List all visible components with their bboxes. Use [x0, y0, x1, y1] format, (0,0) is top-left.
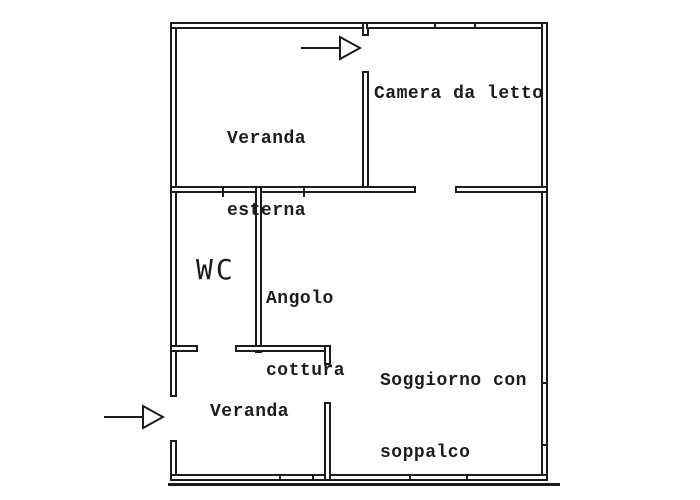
room-label-camera-da-letto: Camera da letto	[374, 84, 544, 104]
room-label-line: esterna	[227, 201, 307, 221]
wall-outer-bottom	[170, 474, 548, 481]
wall-joint-tick	[409, 474, 411, 481]
wall-outer-left-upper	[170, 22, 177, 397]
entrance-arrow-top-icon	[301, 35, 362, 61]
wall-joint-tick	[541, 444, 548, 446]
room-label-line: cottura	[266, 361, 346, 381]
wall-veranda-divider	[324, 402, 331, 481]
room-label-veranda-esterna: Veranda esterna	[227, 79, 306, 271]
bottom-sill-line	[168, 483, 560, 486]
wall-wc-right	[255, 186, 262, 353]
wall-joint-tick	[466, 474, 468, 481]
wall-joint-tick	[541, 382, 548, 384]
room-label-line: Soggiorno con	[380, 371, 527, 391]
wall-middle-left	[170, 186, 416, 193]
wall-bedroom-divider	[362, 71, 369, 192]
wall-joint-tick	[222, 188, 224, 197]
wall-kitchen-jog	[324, 345, 331, 365]
room-label-soggiorno: Soggiorno con soppalco	[380, 321, 527, 500]
wall-joint-tick	[474, 22, 476, 29]
entrance-arrow-left-icon	[104, 404, 165, 430]
wall-joint-tick	[312, 474, 314, 481]
wall-outer-top-right	[366, 22, 548, 29]
wall-top-door-jamb	[362, 22, 369, 36]
wall-wc-bottom-stub	[170, 345, 198, 352]
wall-joint-tick	[303, 188, 305, 197]
room-label-line: Veranda	[227, 129, 307, 149]
room-label-veranda: Veranda	[210, 402, 290, 422]
room-label-line: soppalco	[380, 443, 471, 463]
wall-middle-right	[455, 186, 548, 193]
room-label-angolo-cottura: Angolo cottura	[266, 239, 345, 431]
wall-outer-top-left	[170, 22, 366, 29]
wall-joint-tick	[279, 474, 281, 481]
room-label-line: Angolo	[266, 289, 334, 309]
wall-joint-tick	[434, 22, 436, 29]
room-label-wc: WC	[196, 253, 236, 286]
